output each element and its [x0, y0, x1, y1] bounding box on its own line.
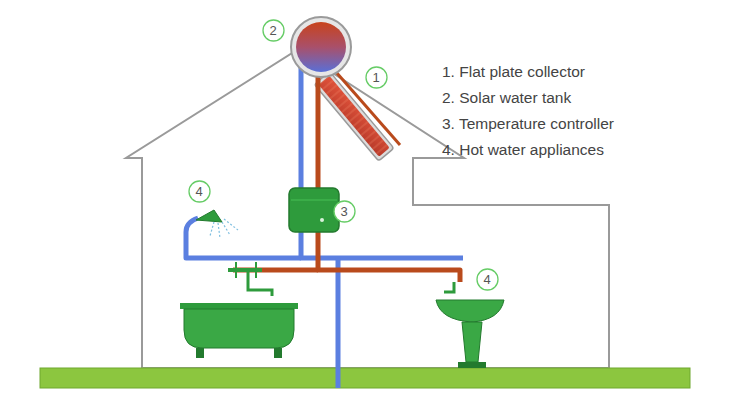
list-item: 4. Hot water appliances: [442, 141, 604, 160]
supply-pipe: [336, 258, 341, 388]
house-outline: [126, 50, 609, 368]
callout-number: 4: [195, 185, 202, 198]
callout-circle: 1: [365, 66, 388, 89]
list-item: 1. Flat plate collector: [442, 63, 585, 82]
bath-taps: [228, 262, 272, 296]
callout-circle: 2: [262, 19, 285, 42]
list-item: 2. Solar water tank: [442, 89, 571, 108]
callout-number: 3: [340, 205, 347, 218]
list-item: 3. Temperature controller: [442, 115, 614, 134]
callout-circle: 4: [476, 268, 499, 291]
ground: [40, 368, 690, 388]
hot-pipe: [318, 60, 460, 282]
callout-circle: 4: [188, 180, 211, 203]
callout-number: 2: [269, 24, 276, 37]
cold-pipe-left: [186, 218, 301, 258]
sink: [436, 282, 504, 368]
temperature-controller: [289, 188, 339, 232]
callout-number: 1: [372, 71, 379, 84]
solar-water-tank: [291, 17, 351, 77]
callout-circle: 3: [333, 200, 356, 223]
callout-number: 4: [483, 273, 490, 286]
tank-inner: [296, 22, 346, 72]
bathtub: [180, 303, 298, 358]
shower-head: [196, 210, 238, 238]
